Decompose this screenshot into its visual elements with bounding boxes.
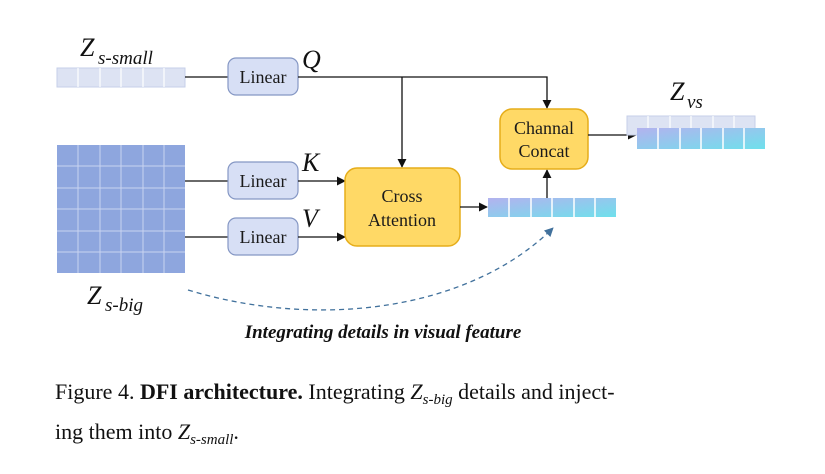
linear-q-box: Linear (227, 57, 299, 96)
svg-text:s-small: s-small (98, 48, 153, 69)
z-small-label: Z s-small (80, 33, 153, 69)
svg-text:s-big: s-big (105, 295, 143, 316)
svg-text:Concat: Concat (519, 141, 570, 161)
z-big-label: Z s-big (87, 281, 143, 316)
caption-prefix: Figure 4. (55, 379, 140, 404)
caption-text-2: details and inject- (452, 379, 615, 404)
caption-text-4: . (233, 419, 239, 444)
svg-text:Linear: Linear (240, 67, 287, 87)
svg-text:vs: vs (687, 92, 703, 113)
svg-text:Linear: Linear (240, 171, 287, 191)
svg-text:Channal: Channal (514, 118, 574, 138)
caption-text-3: ing them into (55, 419, 178, 444)
svg-text:Linear: Linear (240, 227, 287, 247)
v-label: V (302, 204, 321, 233)
linear-v-box: Linear (227, 217, 299, 256)
caption-title: DFI architecture. (139, 379, 303, 404)
linear-k-box: Linear (227, 161, 299, 200)
integration-annotation: Integrating details in visual feature (244, 322, 522, 343)
z-vs-label: Z vs (670, 77, 703, 113)
cross-attention-box: Cross Attention (344, 167, 461, 247)
z-big-grid (57, 145, 185, 273)
caption-text-1: Integrating (302, 379, 411, 404)
svg-text:Z: Z (80, 33, 95, 62)
channel-concat-box: Channal Concat (499, 108, 589, 170)
k-label: K (301, 148, 321, 177)
attention-output-tokens (488, 198, 616, 217)
z-small-tokens (56, 67, 186, 88)
figure-caption: Figure 4. DFI architecture. Integrating … (55, 376, 775, 456)
svg-text:Cross: Cross (381, 186, 422, 206)
caption-math-z-small: Zs-small (177, 419, 234, 448)
caption-math-z-big: Zs-big (410, 379, 453, 408)
svg-text:Z: Z (670, 77, 685, 106)
dfi-architecture-diagram: Z s-small Z s-big Linear L (56, 33, 765, 343)
q-to-concat-arrow (298, 76, 552, 109)
q-label: Q (302, 45, 321, 74)
svg-text:Z: Z (87, 281, 102, 310)
z-vs-tokens (626, 115, 765, 149)
svg-text:Attention: Attention (368, 210, 436, 230)
detail-injection-dashed-arrow (187, 227, 554, 311)
